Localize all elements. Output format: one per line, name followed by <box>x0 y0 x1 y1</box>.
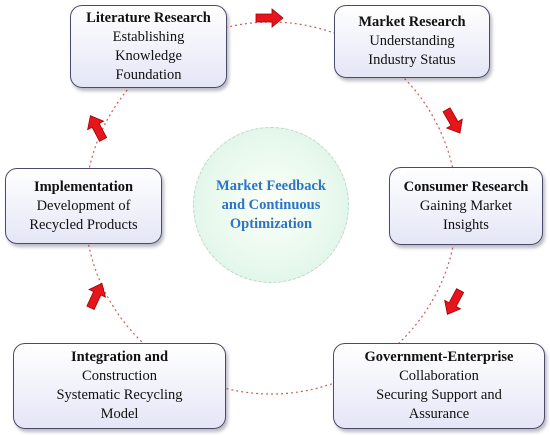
node-government-line-2: Securing Support and <box>376 387 502 403</box>
node-government-enterprise: Government-Enterprise Collaboration Secu… <box>333 343 545 429</box>
node-integration-line-2: Systematic Recycling <box>56 387 183 403</box>
arrow-literature-to-market <box>255 8 284 28</box>
node-government-line-3: Assurance <box>408 406 470 422</box>
node-market-line-1: Understanding <box>369 33 455 49</box>
node-consumer-line-1: Gaining Market <box>419 197 513 214</box>
arrow-market-to-consumer <box>442 107 463 134</box>
node-integration-line-1: Construction <box>82 368 157 384</box>
node-literature-line-2: Knowledge <box>115 47 182 64</box>
center-feedback-text: Market Feedback and Continuous Optimizat… <box>216 177 326 232</box>
node-literature-title: Literature Research <box>86 9 211 26</box>
arrow-implementation-to-literature <box>87 115 108 142</box>
node-integration-construction: Integration and Construction Systematic … <box>13 343 226 429</box>
node-implementation: Implementation Development of Recycled P… <box>5 168 162 244</box>
arrow-integration-to-implementation <box>86 282 107 311</box>
node-implementation-line-2: Recycled Products <box>29 216 138 233</box>
node-consumer-title: Consumer Research <box>403 178 529 195</box>
node-integration-title: Integration and <box>70 349 169 365</box>
node-government-line-1: Collaboration <box>399 368 479 384</box>
center-feedback-circle: Market Feedback and Continuous Optimizat… <box>193 127 349 283</box>
node-literature-line-1: Establishing <box>112 28 185 45</box>
node-literature-line-3: Foundation <box>115 66 182 83</box>
node-integration-line-3: Model <box>100 406 139 422</box>
node-literature-research: Literature Research Establishing Knowled… <box>70 5 227 88</box>
node-government-title: Government-Enterprise <box>364 349 514 365</box>
node-implementation-line-1: Development of <box>36 197 131 214</box>
node-market-research: Market Research Understanding Industry S… <box>334 5 490 78</box>
node-market-title: Market Research <box>358 14 466 30</box>
node-consumer-research: Consumer Research Gaining Market Insight… <box>389 167 543 245</box>
arrow-consumer-to-government <box>444 288 465 315</box>
node-consumer-line-2: Insights <box>443 216 489 233</box>
node-implementation-title: Implementation <box>33 178 134 195</box>
node-market-line-2: Industry Status <box>368 52 456 68</box>
